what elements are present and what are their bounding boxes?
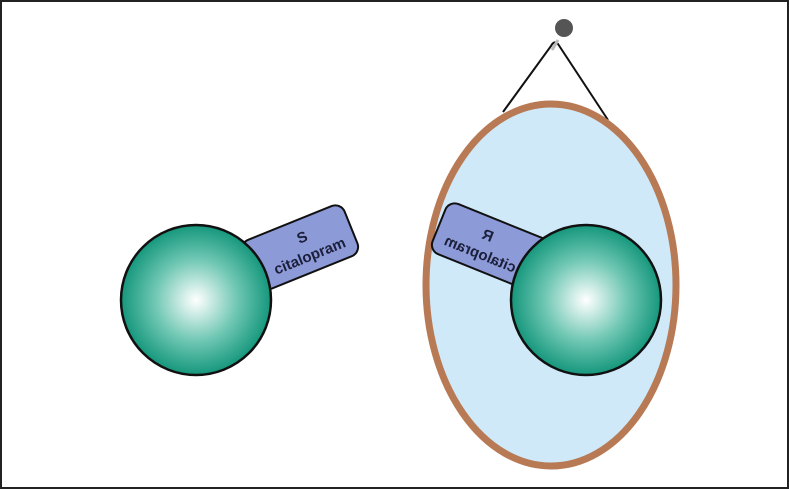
r-sphere (509, 223, 663, 377)
s-sphere (119, 223, 273, 377)
nail-icon (555, 19, 573, 37)
s-citalopram-tab: S citalopram (240, 204, 360, 292)
nail-shaft (550, 39, 560, 51)
r-citalopram-molecule: R citalopram (430, 202, 663, 377)
mirror: R citalopram (422, 19, 680, 470)
hanging-string (502, 41, 609, 121)
s-citalopram-molecule: S citalopram (119, 204, 360, 377)
